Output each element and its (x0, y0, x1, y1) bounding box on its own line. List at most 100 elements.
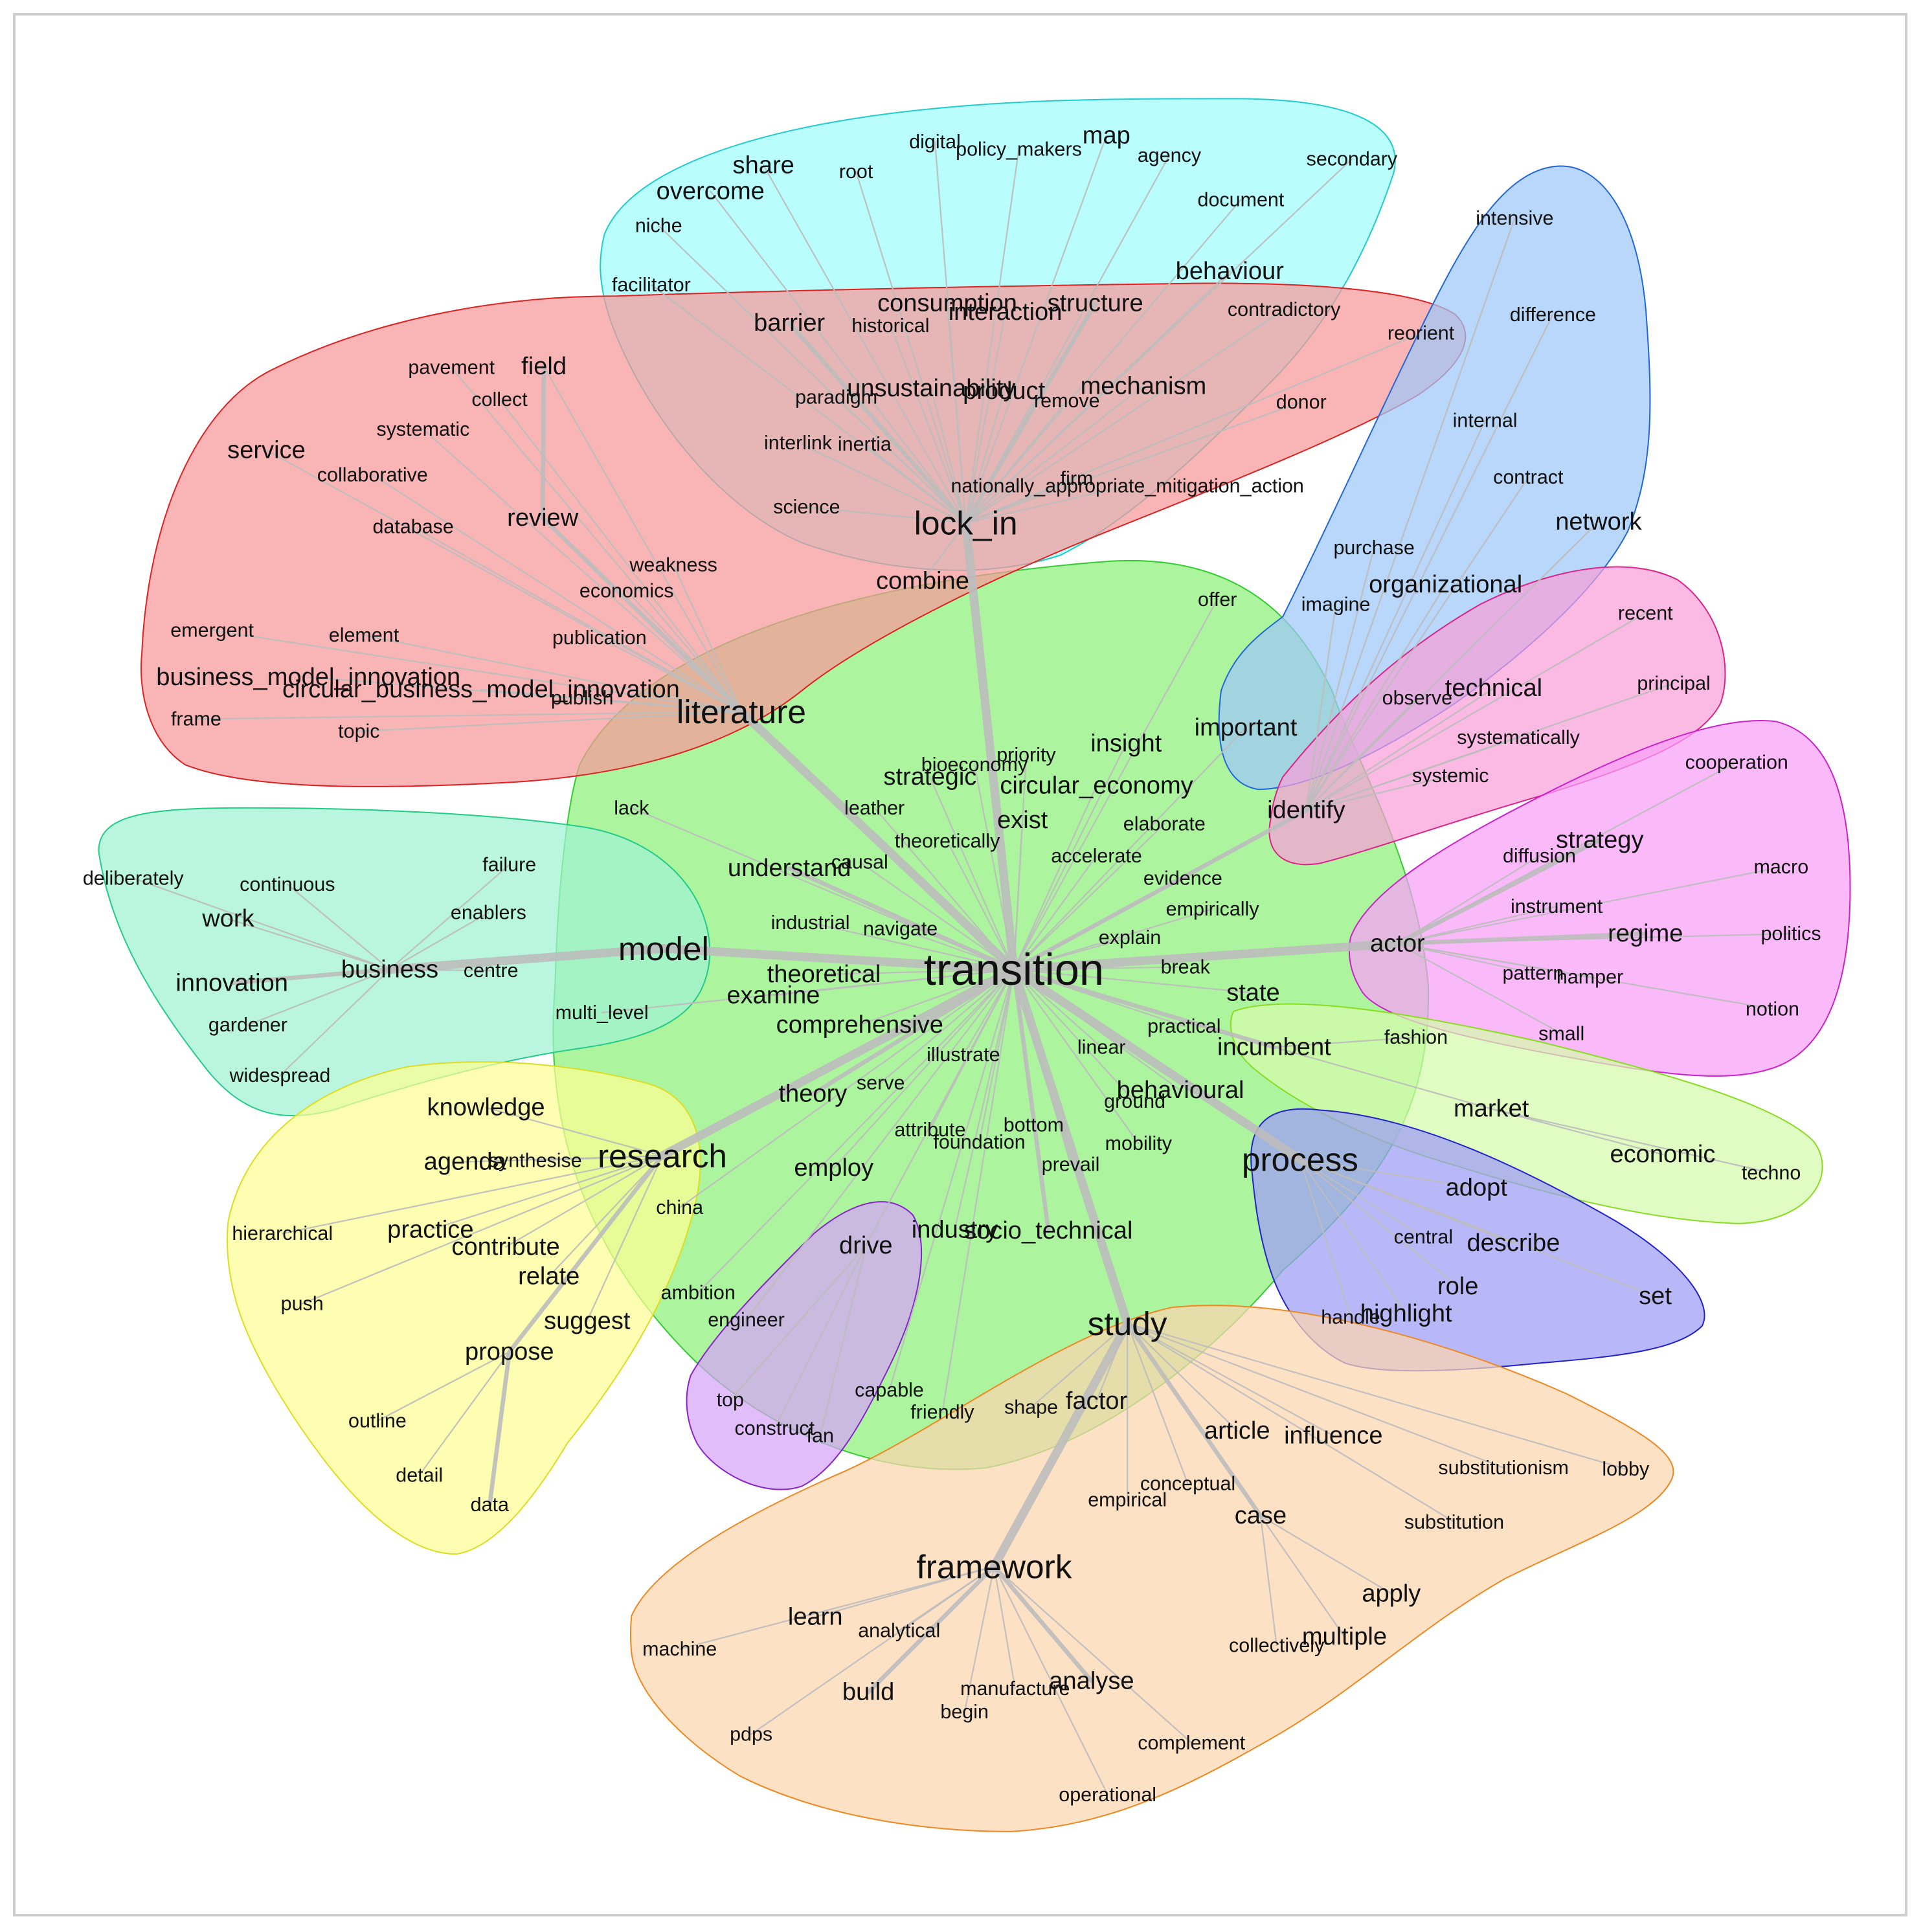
edge-transition-drive (865, 969, 1015, 1247)
edge-research-suggest (586, 1154, 664, 1322)
cluster-hull-pink (1268, 566, 1726, 866)
word-complement: complement (1138, 1732, 1245, 1754)
edge-literature-service (265, 449, 743, 713)
edge-identify-difference (1305, 313, 1554, 811)
word-theoretical: theoretical (767, 961, 881, 988)
word-continuous: continuous (240, 873, 335, 895)
edge-identify-systematically (1305, 737, 1520, 811)
edge-transition-capable (888, 969, 1015, 1391)
word-contribute: contribute (451, 1233, 559, 1261)
edge-lock_in-policy_makers (965, 148, 1020, 524)
word-knowledge: knowledge (427, 1094, 545, 1121)
word-socio-technical: socio_technical (964, 1217, 1132, 1244)
edge-transition-study (1009, 965, 1132, 1328)
word-break: break (1161, 956, 1211, 978)
word-unsustainability: unsustainability (847, 375, 1015, 402)
edge-transition-elaborate (1013, 823, 1165, 971)
edge-market-techno (1490, 1108, 1772, 1174)
word-set: set (1639, 1283, 1672, 1310)
edge-literature-element (363, 634, 743, 713)
word-fashion: fashion (1384, 1026, 1448, 1048)
edge-identify-contract (1305, 477, 1529, 811)
word-work: work (201, 905, 254, 932)
word-science: science (773, 496, 840, 518)
edge-literature-review (540, 515, 744, 714)
word-bioeconomy: bioeconomy (921, 754, 1028, 776)
edge-literature-publication (598, 636, 743, 713)
word-share: share (733, 152, 794, 179)
edge-lock_in-science (805, 506, 967, 524)
word-incumbent: incumbent (1217, 1033, 1331, 1061)
edge-lock_in-contradictory (965, 309, 1285, 524)
word-principal: principal (1637, 672, 1710, 694)
edge-lock_in-donor (965, 401, 1302, 524)
edge-lock_in-structure (963, 301, 1097, 526)
word-systematic: systematic (376, 418, 469, 440)
word-lock-in: lock_in (914, 504, 1018, 542)
edge-lock_in-mechanism (965, 385, 1145, 524)
edge-transition-theoretically (946, 840, 1015, 971)
edge-transition-ambition (697, 969, 1015, 1294)
word-analytical: analytical (858, 1619, 940, 1641)
edge-transition-linear (1013, 969, 1103, 1048)
edge-transition-process (1009, 965, 1305, 1164)
edge-identify-organizational (1305, 583, 1446, 811)
edge-lock_in-overcome (710, 190, 967, 524)
word-pdps: pdps (730, 1723, 772, 1745)
edge-transition-ground (1013, 969, 1136, 1103)
edge-lock_in-interaction (965, 311, 1006, 524)
word-systematically: systematically (1457, 726, 1580, 748)
word-emergent: emergent (170, 619, 254, 641)
word-hierarchical: hierarchical (232, 1222, 333, 1244)
word-theory: theory (778, 1081, 847, 1108)
word-substitutionism: substitutionism (1438, 1457, 1569, 1479)
word-widespread: widespread (229, 1064, 331, 1086)
word-collect: collect (471, 388, 528, 410)
word-innovation: innovation (175, 969, 288, 996)
edge-research-propose (507, 1153, 665, 1354)
word-collaborative: collaborative (317, 464, 428, 486)
cluster-hull-purple (686, 1201, 923, 1490)
word-comprehensive: comprehensive (776, 1011, 943, 1039)
word-process: process (1242, 1141, 1358, 1178)
word-small: small (1538, 1022, 1584, 1044)
word-transition: transition (924, 945, 1104, 994)
edge-transition-theory (811, 967, 1017, 1097)
word-firm: firm (1061, 467, 1094, 489)
word-interlink: interlink (764, 432, 833, 454)
word-synthesise: synthesise (489, 1150, 582, 1172)
edge-research-relate (548, 1154, 664, 1277)
edge-actor-small (1397, 943, 1562, 1035)
word-employ: employ (794, 1154, 873, 1182)
edge-framework-pdps (750, 1566, 995, 1735)
edge-drive-fan (819, 1244, 867, 1437)
word-pattern: pattern (1502, 962, 1564, 984)
edge-lock_in-facilitator (650, 284, 967, 524)
edge-research-knowledge (485, 1106, 664, 1157)
edge-lock_in-barrier (787, 320, 968, 526)
edge-identify-observe (1305, 697, 1418, 811)
word-study: study (1088, 1305, 1167, 1342)
edge-transition-foundation (978, 969, 1015, 1143)
word-priority: priority (996, 744, 1056, 766)
edge-drive-construct (774, 1244, 867, 1430)
word-understand: understand (728, 855, 851, 882)
edge-transition-causal (859, 861, 1015, 971)
edge-transition-strategic (929, 776, 1015, 971)
edge-framework-begin (963, 1566, 995, 1713)
word-contradictory: contradictory (1228, 298, 1341, 320)
word-build: build (842, 1679, 894, 1706)
word-substitution: substitution (1404, 1511, 1504, 1533)
word-multiple: multiple (1302, 1623, 1387, 1650)
word-multi-level: multi_level (556, 1002, 649, 1024)
word-framework: framework (916, 1547, 1072, 1585)
edge-drive-top (729, 1244, 867, 1401)
word-relate: relate (518, 1263, 579, 1290)
edge-market-economic (1490, 1108, 1664, 1156)
edge-process-set (1299, 1158, 1656, 1297)
edge-identify-intensive (1305, 218, 1516, 811)
word-remove: remove (1034, 390, 1100, 412)
word-theoretically: theoretically (895, 830, 1000, 852)
edge-literature-field (543, 365, 743, 713)
word-barrier: barrier (754, 309, 825, 337)
